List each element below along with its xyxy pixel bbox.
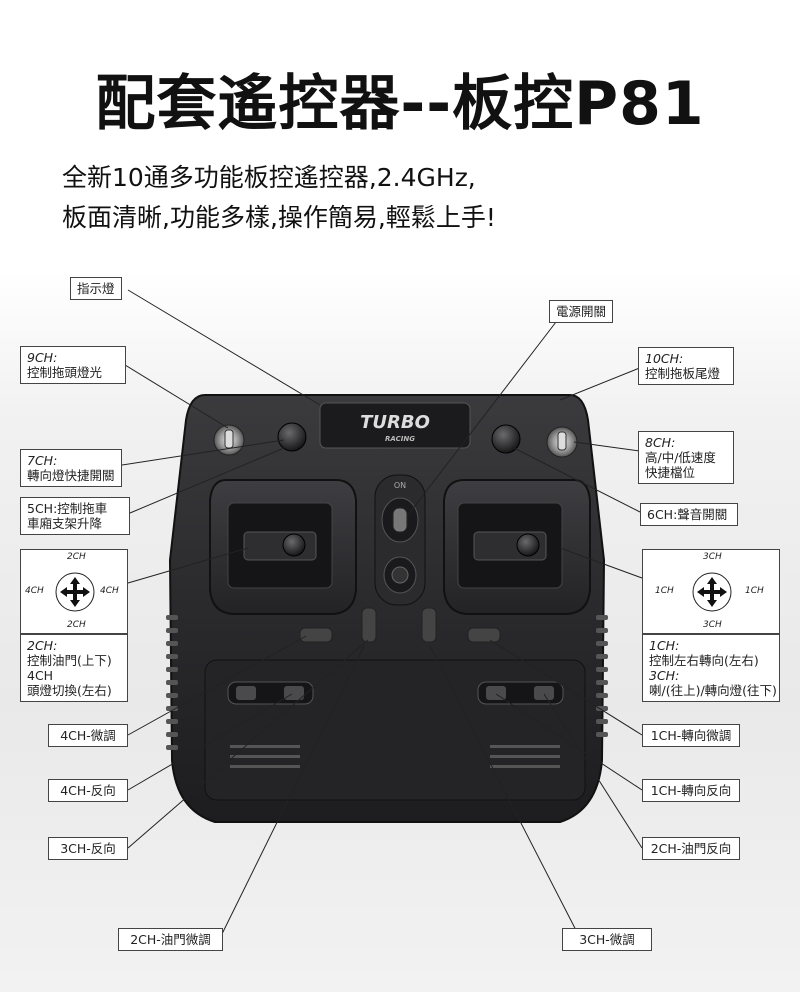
ch8-toggle-lever — [557, 431, 567, 451]
page-title: 配套遙控器--板控P81 — [95, 69, 705, 139]
callout-left-stick-desc: 2CH: 控制油門(上下) 4CH 頭燈切換(左右) — [20, 634, 128, 702]
ch1-reverse-switch[interactable] — [486, 686, 506, 700]
ch4-trim-switch[interactable] — [299, 627, 333, 643]
callout-indicator: 指示燈 — [70, 277, 122, 300]
callout-ch5: 5CH:控制拖車 車廂支架升降 — [20, 497, 130, 535]
callout-ch9: 9CH: 控制拖頭燈光 — [20, 346, 126, 384]
subtitle-line-1: 全新10通多功能板控遙控器,2.4GHz, — [62, 163, 476, 192]
right-stick[interactable] — [516, 533, 540, 557]
callout-ch3-trim: 3CH-微調 — [562, 928, 652, 951]
ch7-push-button[interactable] — [277, 422, 307, 452]
logo-racing: RACING — [385, 435, 415, 443]
left-stick[interactable] — [282, 533, 306, 557]
callout-left-desc-head: 2CH: — [27, 638, 58, 653]
callout-right-stick-desc: 1CH: 控制左右轉向(左右) 3CH: 喇/(往上)/轉向燈(往下) — [642, 634, 780, 702]
callout-left-desc-1: 控制油門(上下) — [27, 653, 112, 668]
right-grip-ridges — [596, 615, 608, 737]
ch4-reverse-switch[interactable] — [236, 686, 256, 700]
ch2-reverse-switch[interactable] — [534, 686, 554, 700]
callout-left-desc-2: 4CH — [27, 668, 54, 683]
ch1-trim-switch[interactable] — [467, 627, 501, 643]
left-stick-direction-box: 2CH 2CH 4CH 4CH — [20, 549, 128, 634]
logo-turbo: TURBO — [360, 412, 430, 433]
callout-ch10-head: 10CH: — [645, 351, 684, 366]
callout-ch2-reverse: 2CH-油門反向 — [642, 837, 740, 860]
callout-ch10-desc: 控制拖板尾燈 — [645, 366, 721, 381]
callout-ch5-line-1: 5CH:控制拖車 — [27, 501, 108, 516]
callout-ch1-trim: 1CH-轉向微調 — [642, 724, 740, 747]
four-way-arrows-icon — [55, 572, 95, 612]
left-grip-ridges — [166, 615, 178, 750]
ch3-trim-switch[interactable] — [361, 607, 377, 643]
callout-ch5-line-2: 車廂支架升降 — [27, 516, 103, 531]
right-stick-direction-box: 3CH 3CH 1CH 1CH — [642, 549, 780, 634]
callout-ch8-desc-1: 高/中/低速度 — [645, 450, 716, 465]
right-stick-left-label: 1CH — [655, 586, 674, 596]
leader-lines — [121, 289, 643, 939]
on-label: ON — [394, 481, 406, 490]
callout-ch8: 8CH: 高/中/低速度 快捷檔位 — [638, 431, 734, 484]
callout-right-desc-1: 控制左右轉向(左右) — [649, 653, 759, 668]
four-way-arrows-icon — [692, 572, 732, 612]
callout-ch4-reverse: 4CH-反向 — [48, 779, 128, 802]
callout-ch9-desc: 控制拖頭燈光 — [27, 365, 103, 380]
callout-ch3-reverse: 3CH-反向 — [48, 837, 128, 860]
ch6-push-button[interactable] — [491, 424, 521, 454]
callout-ch7: 7CH: 轉向燈快捷開關 — [20, 449, 122, 487]
right-stick-top-label: 3CH — [703, 552, 722, 562]
ch3-reverse-switch[interactable] — [284, 686, 304, 700]
left-stick-left-label: 4CH — [25, 586, 44, 596]
callout-ch9-head: 9CH: — [27, 350, 58, 365]
callout-ch10: 10CH: 控制拖板尾燈 — [638, 347, 734, 385]
callout-ch6: 6CH:聲音開關 — [640, 503, 738, 526]
callout-left-desc-3: 頭燈切換(左右) — [27, 683, 112, 698]
callout-right-desc-2: 3CH: — [649, 668, 680, 683]
right-stick-bottom-label: 3CH — [703, 620, 722, 630]
speaker-holes — [230, 745, 560, 768]
callout-ch4-trim: 4CH-微調 — [48, 724, 128, 747]
right-stick-right-label: 1CH — [745, 586, 764, 596]
callout-ch2-trim: 2CH-油門微調 — [118, 928, 223, 951]
callout-ch7-desc: 轉向燈快捷開關 — [27, 468, 115, 483]
callout-ch1-reverse: 1CH-轉向反向 — [642, 779, 740, 802]
bottom-panel — [204, 659, 586, 801]
left-stick-top-label: 2CH — [67, 552, 86, 562]
callout-power-switch: 電源開關 — [549, 300, 614, 323]
logo-plate — [319, 402, 471, 449]
callout-right-desc-head: 1CH: — [649, 638, 680, 653]
ch2-trim-switch[interactable] — [421, 607, 437, 643]
left-stick-right-label: 4CH — [100, 586, 119, 596]
callout-ch8-desc-2: 快捷檔位 — [645, 465, 696, 480]
callout-right-desc-3: 喇/(往上)/轉向燈(往下) — [649, 683, 777, 698]
subtitle-line-2: 板面清晰,功能多樣,操作簡易,輕鬆上手! — [62, 203, 496, 232]
ch9-toggle-lever — [224, 429, 234, 449]
callout-ch7-head: 7CH: — [27, 453, 58, 468]
callout-ch8-head: 8CH: — [645, 435, 676, 450]
left-stick-bottom-label: 2CH — [67, 620, 86, 630]
